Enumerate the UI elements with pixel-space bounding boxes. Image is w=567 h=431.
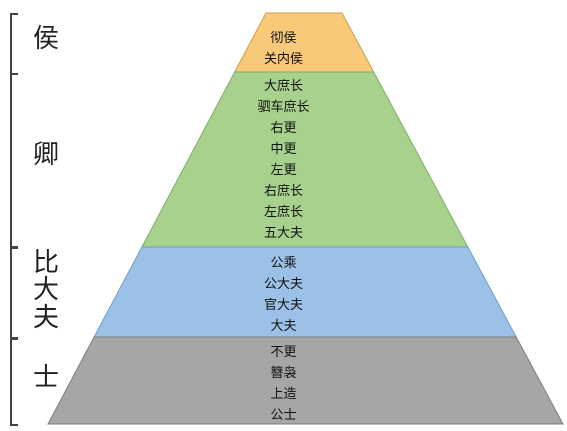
tier-label-bidafu-text: 比大夫: [32, 248, 59, 333]
rank-list-shi: 不更 簪袅 上造 公士: [0, 342, 567, 426]
tier-label-shi: 士: [32, 363, 59, 393]
rank-list-hou: 彻侯 关内侯: [0, 28, 567, 70]
rank-item: 左庶长: [263, 205, 303, 220]
rank-item: 大夫: [270, 319, 297, 334]
rank-item: 公大夫: [263, 277, 303, 292]
rank-item: 驷车庶长: [257, 100, 310, 115]
rank-item: 簪袅: [270, 366, 297, 381]
rank-item: 公士: [270, 408, 297, 423]
brace-shi: [10, 338, 18, 426]
tier-label-hou: 侯: [32, 24, 59, 54]
rank-list-qing: 大庶长 驷车庶长 右更 中更 左更 右庶长 左庶长 五大夫: [0, 76, 567, 244]
rank-list-bidafu: 公乘 公大夫 官大夫 大夫: [0, 253, 567, 337]
rank-item: 大庶长: [263, 79, 303, 94]
rank-item: 右更: [270, 121, 297, 136]
rank-item: 右庶长: [263, 184, 303, 199]
tier-label-qing: 卿: [32, 140, 59, 170]
rank-item: 官大夫: [263, 298, 303, 313]
rank-item: 公乘: [270, 256, 297, 271]
tier-band-shi: [47, 336, 564, 425]
tier-label-bidafu: 比大夫: [26, 248, 66, 333]
rank-item: 关内侯: [263, 52, 303, 67]
rank-item: 左更: [270, 163, 297, 178]
rank-item: 中更: [270, 142, 297, 157]
rank-item: 五大夫: [263, 226, 303, 241]
rank-item: 上造: [270, 387, 297, 402]
rank-item: 不更: [270, 345, 297, 360]
rank-item: 彻侯: [270, 31, 297, 46]
